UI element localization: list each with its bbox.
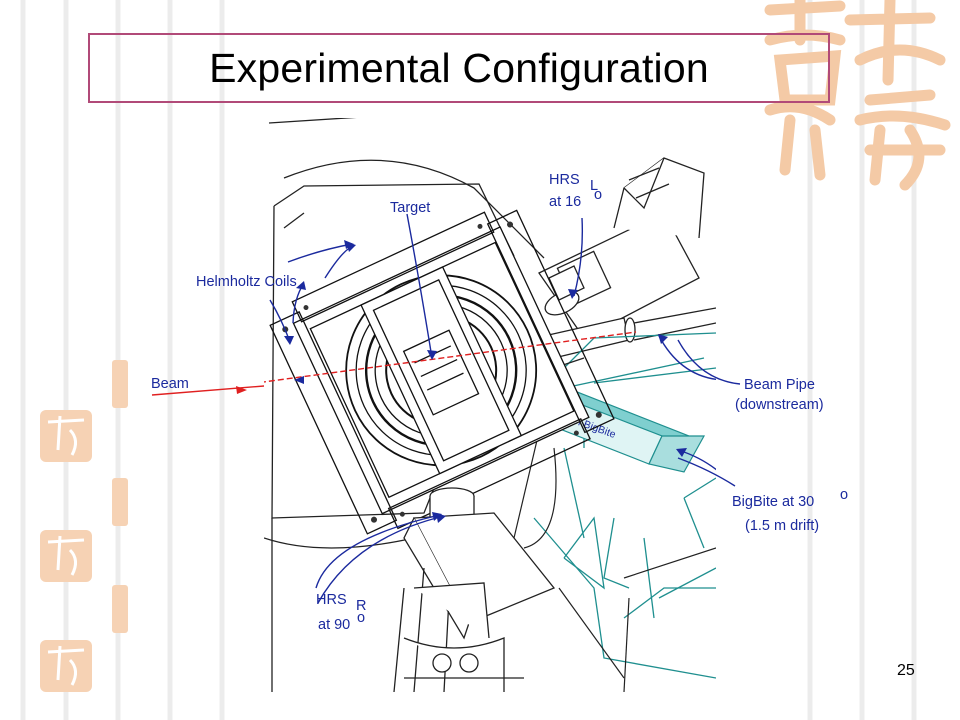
hrsl-degree-sign: o: [594, 187, 602, 203]
hrsl-spectrometer: [538, 157, 705, 339]
bigbite-label-line2: (1.5 m drift): [745, 518, 819, 534]
beam-line: [264, 331, 637, 383]
helmholtz-coils-label: Helmholtz Coils: [196, 274, 297, 290]
hrsr-label: HRS R at 90 o: [316, 592, 366, 633]
svg-text:L: L: [590, 178, 598, 194]
svg-text:HRS: HRS: [549, 172, 580, 188]
beam-pipe-label-line1: Beam Pipe: [744, 377, 815, 393]
hrsr-label-main: HRS: [316, 592, 347, 608]
beam-label: Beam: [151, 376, 189, 392]
title-box: Experimental Configuration: [88, 33, 830, 103]
hrsr-spectrometer: [393, 487, 556, 692]
hrsr-degree-sign: o: [357, 610, 365, 626]
watermark-seals-left: [40, 360, 128, 692]
beam-line-extension: [151, 385, 265, 396]
svg-text:(1.5 m drift): (1.5 m drift): [745, 518, 819, 534]
beam-pipe-label-line2: (downstream): [735, 397, 824, 413]
bigbite-degree-sign: o: [840, 487, 848, 503]
bigbite-label-line1: BigBite at 30: [732, 494, 814, 510]
coil-bolts: [282, 221, 602, 523]
experimental-setup-diagram: View of BigBite: [264, 118, 716, 692]
bigbite-label: BigBite at 30 o (1.5 m drift): [732, 487, 848, 534]
page-number: 25: [897, 662, 915, 679]
hrsl-label: HRS L at 16 o: [549, 172, 602, 210]
svg-text:BigBite at 30: BigBite at 30: [732, 494, 814, 510]
svg-text:at 90: at 90: [318, 617, 350, 633]
svg-text:HRS: HRS: [316, 592, 347, 608]
target-assembly: [269, 209, 615, 535]
target-label: Target: [390, 200, 430, 216]
hall-structure: [264, 118, 545, 692]
hrsl-label-sub: L: [590, 178, 598, 194]
hrsr-label-sub: R: [356, 598, 366, 614]
watermark-calligraphy-large: [764, 0, 951, 191]
svg-text:at 16: at 16: [549, 194, 581, 210]
hrsr-label-angle: at 90: [318, 617, 350, 633]
hrsl-label-main: HRS: [549, 172, 580, 188]
svg-text:R: R: [356, 598, 366, 614]
slide-title: Experimental Configuration: [209, 44, 709, 91]
hrsl-label-angle: at 16: [549, 194, 581, 210]
beam-arrow-head: [236, 386, 247, 394]
